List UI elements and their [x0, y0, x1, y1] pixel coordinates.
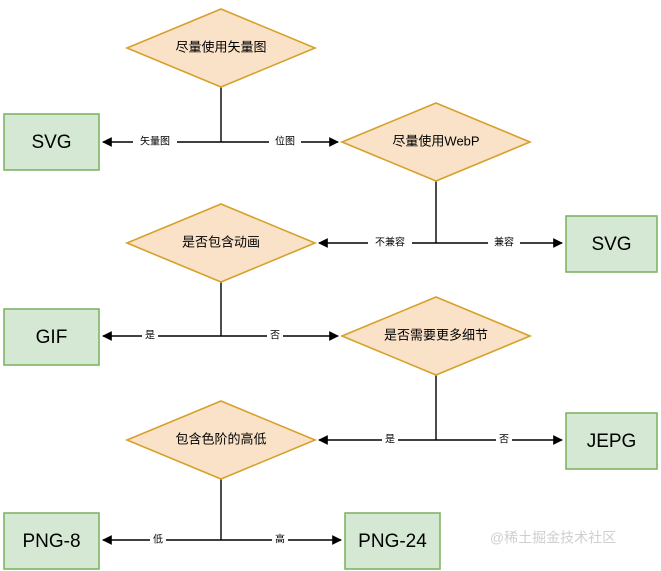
label-mask — [133, 134, 177, 150]
decision-label: 尽量使用WebP — [392, 133, 479, 148]
label-mask — [496, 432, 512, 448]
terminal-node-png24[interactable]: PNG-24 — [344, 512, 441, 570]
label-mask — [267, 328, 283, 344]
label-mask — [150, 532, 166, 548]
edge-label-detail-to-colordepth: 是 — [382, 432, 398, 448]
edge-label-detail-to-jepg: 否 — [496, 432, 512, 448]
terminal-label: GIF — [36, 327, 68, 348]
decision-label: 是否包含动画 — [182, 234, 260, 249]
decision-node-prefer-webp[interactable]: 尽量使用WebP — [339, 102, 533, 182]
edge-label-animation-to-detail: 否 — [267, 328, 283, 344]
box-shape — [3, 308, 100, 366]
edge-label-vector-to-webp: 位图 — [269, 134, 301, 150]
edge-label-text: 否 — [499, 434, 509, 446]
decision-node-needs-more-detail[interactable]: 是否需要更多细节 — [339, 296, 533, 376]
edge-label-text: 是 — [385, 434, 395, 446]
edge-label-webp-to-animation: 不兼容 — [368, 235, 412, 251]
box-shape — [3, 512, 100, 570]
diamond-shape — [124, 8, 318, 88]
terminal-label: PNG-24 — [358, 531, 427, 552]
edge-label-text: 兼容 — [494, 236, 514, 249]
decision-node-contains-animation[interactable]: 是否包含动画 — [124, 203, 318, 283]
edge-label-vector-to-svg: 矢量图 — [133, 134, 177, 150]
watermark-text: @稀土掘金技术社区 — [490, 530, 616, 546]
terminal-node-jepg[interactable]: JEPG — [565, 412, 658, 470]
label-mask — [382, 432, 398, 448]
diamond-shape — [339, 102, 533, 182]
terminal-node-png8[interactable]: PNG-8 — [3, 512, 100, 570]
label-mask — [488, 235, 520, 251]
label-mask — [142, 328, 158, 344]
edge-label-text: 否 — [270, 330, 280, 342]
terminal-node-gif[interactable]: GIF — [3, 308, 100, 366]
edge-label-text: 低 — [153, 533, 163, 546]
decision-label: 是否需要更多细节 — [384, 327, 488, 342]
edge-label-text: 矢量图 — [140, 135, 170, 148]
edge-label-webp-to-svg-right: 兼容 — [488, 235, 520, 251]
box-shape — [565, 412, 658, 470]
box-shape — [565, 215, 658, 273]
label-mask — [272, 532, 288, 548]
diamond-shape — [339, 296, 533, 376]
terminal-node-svg-left[interactable]: SVG — [3, 113, 100, 171]
diamond-shape — [124, 400, 318, 480]
terminal-node-svg-right[interactable]: SVG — [565, 215, 658, 273]
terminal-label: SVG — [591, 234, 631, 255]
label-mask — [368, 235, 412, 251]
terminal-label: SVG — [31, 132, 71, 153]
diamond-shape — [124, 203, 318, 283]
decision-node-prefer-vector[interactable]: 尽量使用矢量图 — [124, 8, 318, 88]
box-shape — [3, 113, 100, 171]
terminal-label: JEPG — [587, 431, 637, 452]
edge-label-colordepth-to-png24: 高 — [272, 532, 288, 548]
decision-node-color-depth-level[interactable]: 包含色阶的高低 — [124, 400, 318, 480]
edge-label-text: 是 — [145, 330, 155, 342]
box-shape — [344, 512, 441, 570]
edge-label-animation-to-gif: 是 — [142, 328, 158, 344]
edge-label-text: 高 — [275, 533, 285, 546]
edge-label-text: 位图 — [275, 135, 295, 148]
edge-label-text: 不兼容 — [375, 236, 405, 249]
edge-label-colordepth-to-png8: 低 — [150, 532, 166, 548]
decision-label: 尽量使用矢量图 — [175, 39, 266, 54]
decision-label: 包含色阶的高低 — [175, 431, 266, 446]
terminal-label: PNG-8 — [22, 531, 80, 552]
label-mask — [269, 134, 301, 150]
